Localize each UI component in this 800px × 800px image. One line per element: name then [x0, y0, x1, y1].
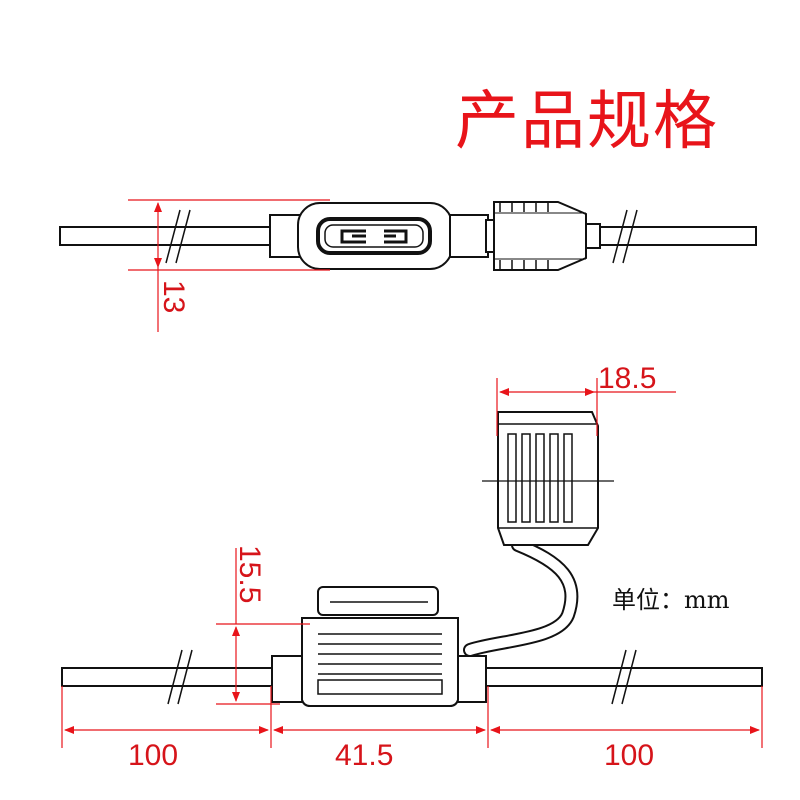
side-view: [61, 411, 763, 707]
top-holder-left-collar: [269, 214, 301, 258]
unit-label: 单位：mm: [612, 586, 730, 614]
top-left-break-mark: [165, 209, 191, 264]
top-cap-ribs: [499, 202, 549, 270]
top-left-wire: [59, 226, 273, 246]
side-right-wire: [483, 667, 763, 687]
top-holder-right-collar: [449, 214, 489, 258]
dimension-label-left-100: 100: [128, 739, 178, 772]
top-fuse-slot-inner: [324, 224, 424, 248]
side-holder-left-collar: [271, 655, 305, 703]
side-cap-ribs: [507, 433, 573, 523]
top-view: [59, 201, 757, 271]
page-title: 产品规格: [455, 85, 719, 159]
length-dimensions: [61, 686, 763, 748]
side-right-break-mark: [611, 649, 637, 705]
side-left-break-mark: [167, 649, 193, 705]
top-cap: [493, 201, 587, 271]
side-holder-right-collar: [455, 655, 487, 703]
holder-height-dimension: [216, 548, 310, 705]
side-holder-ribs: [318, 633, 442, 675]
fuse-terminal-right: [384, 229, 408, 244]
height-dimension-13: [128, 199, 330, 332]
fuse-terminal-left: [340, 229, 366, 244]
dimension-label-13: 13: [157, 280, 190, 313]
dimension-label-15-5: 15.5: [233, 545, 266, 603]
dimension-label-18-5: 18.5: [598, 362, 656, 395]
dimension-label-41-5: 41.5: [335, 739, 393, 772]
side-holder-window: [317, 679, 443, 695]
top-right-wire: [583, 226, 757, 246]
side-left-wire: [61, 667, 275, 687]
top-cap-tail: [585, 223, 601, 249]
top-right-break-mark: [612, 209, 638, 264]
cap-width-dimension: [496, 378, 676, 436]
side-holder-lid: [317, 586, 439, 616]
dimension-label-right-100: 100: [604, 739, 654, 772]
